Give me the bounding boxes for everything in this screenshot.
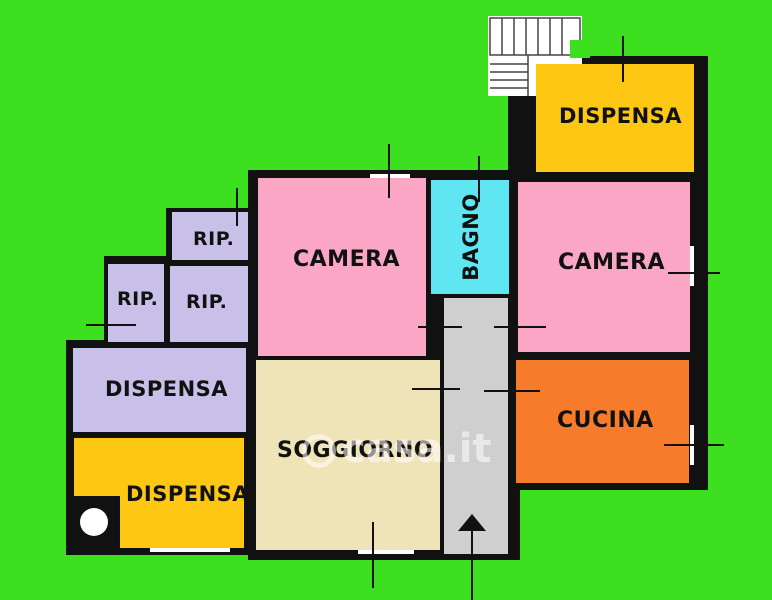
entrance-arrow-icon	[458, 514, 486, 531]
marker-line	[412, 388, 460, 390]
room-soggiorno	[256, 360, 440, 550]
room-cucina	[516, 360, 689, 483]
window	[358, 550, 414, 554]
watermark-text: casa.it	[342, 426, 492, 472]
marker-line	[484, 390, 540, 392]
room-label-dispensa-top: DISPENSA	[559, 104, 683, 128]
marker-line	[471, 530, 473, 600]
room-label-cucina: CUCINA	[557, 408, 654, 433]
room-camera-left	[258, 178, 426, 356]
window	[150, 548, 230, 552]
marker-line	[494, 326, 546, 328]
room-rip-mid	[170, 266, 248, 342]
watermark-logo-icon	[302, 434, 336, 468]
marker-line	[622, 36, 624, 82]
marker-line	[668, 272, 720, 274]
marker-line	[418, 326, 462, 328]
room-rip-top	[172, 212, 248, 260]
marker-line	[236, 188, 238, 226]
marker-line	[372, 522, 374, 588]
marker-line	[86, 324, 136, 326]
marker-line	[664, 444, 724, 446]
stairs-mask	[570, 40, 590, 58]
room-label-rip-top: RIP.	[193, 228, 235, 250]
room-bagno	[431, 180, 509, 294]
room-dispensa-top	[536, 64, 694, 172]
room-rip-left	[108, 264, 164, 342]
room-label-rip-mid: RIP.	[186, 291, 228, 313]
room-dispensa-mid	[73, 348, 246, 432]
room-label-camera-left: CAMERA	[293, 247, 401, 272]
room-camera-right	[518, 182, 690, 352]
room-label-dispensa-bottom: DISPENSA	[126, 482, 250, 506]
window	[690, 246, 694, 286]
watermark: casa.it	[302, 426, 492, 472]
room-label-bagno: BAGNO	[459, 193, 483, 281]
marker-line	[388, 144, 390, 198]
window	[370, 174, 410, 178]
room-label-camera-right: CAMERA	[558, 250, 666, 275]
room-label-rip-left: RIP.	[117, 288, 159, 310]
chimney-circle-icon	[80, 508, 108, 536]
marker-line	[478, 156, 480, 202]
room-label-dispensa-mid: DISPENSA	[105, 377, 229, 401]
room-corridor	[444, 298, 508, 554]
